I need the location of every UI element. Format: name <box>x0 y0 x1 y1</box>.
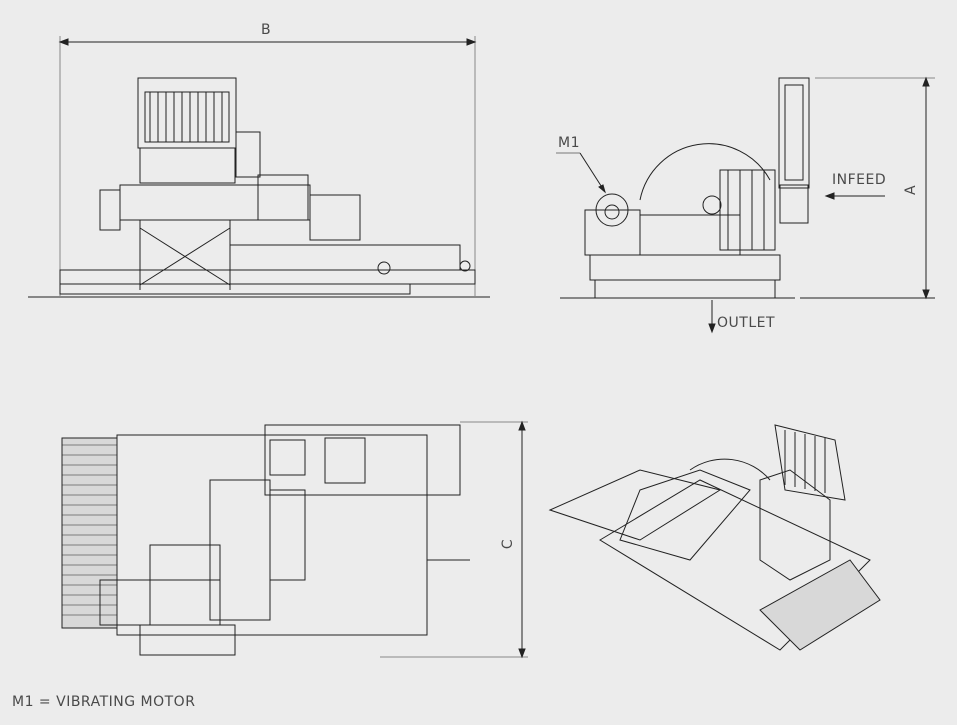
outlet-label: OUTLET <box>717 315 776 331</box>
dimension-label-a: A <box>903 184 920 196</box>
front-view-drawing <box>556 76 935 334</box>
infeed-label: INFEED <box>832 172 887 188</box>
dimension-label-b: B <box>261 22 272 38</box>
motor-label-m1: M1 <box>558 135 580 151</box>
dimension-label-c: C <box>500 538 517 550</box>
isometric-view-drawing <box>548 424 881 651</box>
side-view-drawing <box>28 36 490 298</box>
top-view-drawing <box>61 420 528 659</box>
legend-text: M1 = VIBRATING MOTOR <box>12 694 196 710</box>
